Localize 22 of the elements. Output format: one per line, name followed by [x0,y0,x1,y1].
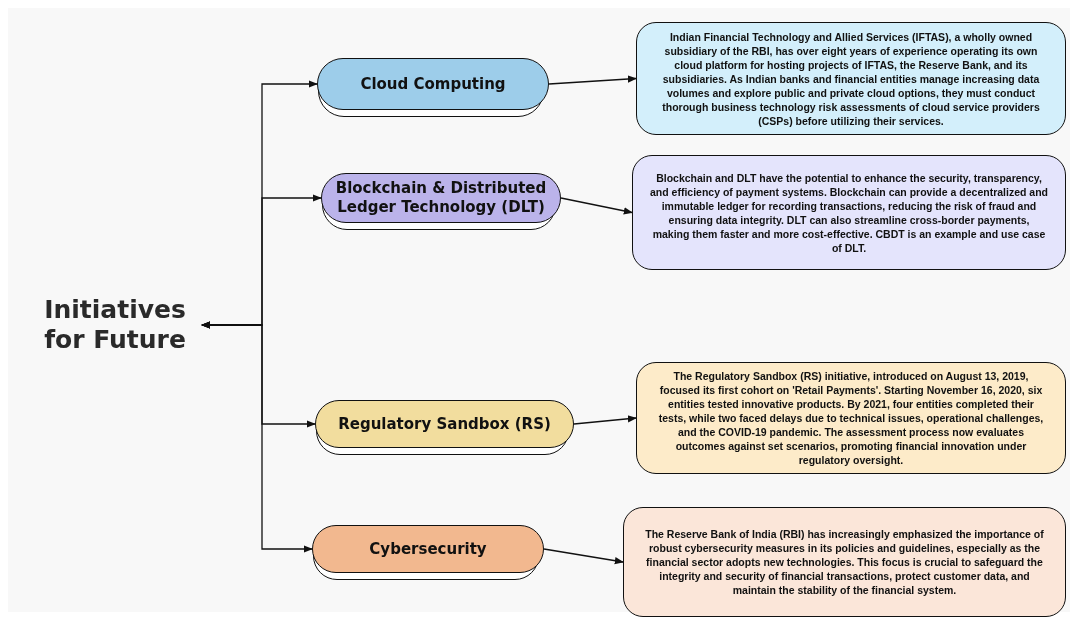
pill-label: Regulatory Sandbox (RS) [338,414,551,434]
arrow [543,548,624,565]
arrow [548,75,637,85]
initiative-pill [315,400,574,448]
arrow [573,415,637,425]
description-text: Blockchain and DLT have the potential to enhance the security, transparency, and efficiency of payment systems. Blockchain can provide a decentralized and immutable ledger for recording transactions, reducing the risk of fraud and ensuring data integrity. DLT can also streamline cross-border payments, making them faster and more cost-effective. CBDT is an example and use case of DLT. [649,170,1049,255]
arrow [560,197,633,215]
initiative-pill [317,58,549,110]
description-box [632,155,1066,270]
description-text: Indian Financial Technology and Allied Services (IFTAS), a wholly owned subsidiary of the RBI, has over eight years of experience operating its own cloud platform for hosting projects of IFTAS, the Reserve Bank, and its subsidiaries. As Indian banks and financial entities manage increasing data volumes and explore public and private cloud options, they must conduct thorough business technology risk assessments of cloud service providers (CSPs) before utilizing their services. [661,29,1041,128]
description-box [636,22,1066,135]
title-text: Initiatives for Future [30,292,200,358]
initiative-pill [321,173,561,223]
description-text: The Reserve Bank of India (RBI) has increasingly emphasized the importance of robust cybersecurity measures in its policies and guidelines, especially as the financial sector adopts new technologies. This focus is crucial to safeguard the integrity and security of financial transactions, protect customer data, and maintain the stability of the financial system. [644,527,1045,597]
pill-label: Cybersecurity [369,539,487,559]
description-box [623,507,1066,617]
pill-label: Blockchain & Distributed Ledger Technology (DLT) [334,179,548,217]
arrow [201,321,313,553]
description-box [636,362,1066,474]
description-text: The Regulatory Sandbox (RS) initiative, introduced on August 13, 2019, focused its first cohort on 'Retail Payments'. Starting November 16, 2020, six entities tested innovative products. By 2021, four entities completed their tests, while two faced delays due to technical issues, operational challenges, and the COVID-19 pandemic. The assessment process now evaluates outcomes against set scenarios, promoting financial innovation under regulatory oversight. [657,369,1045,467]
initiative-pill [312,525,544,573]
pill-label: Cloud Computing [360,74,506,94]
